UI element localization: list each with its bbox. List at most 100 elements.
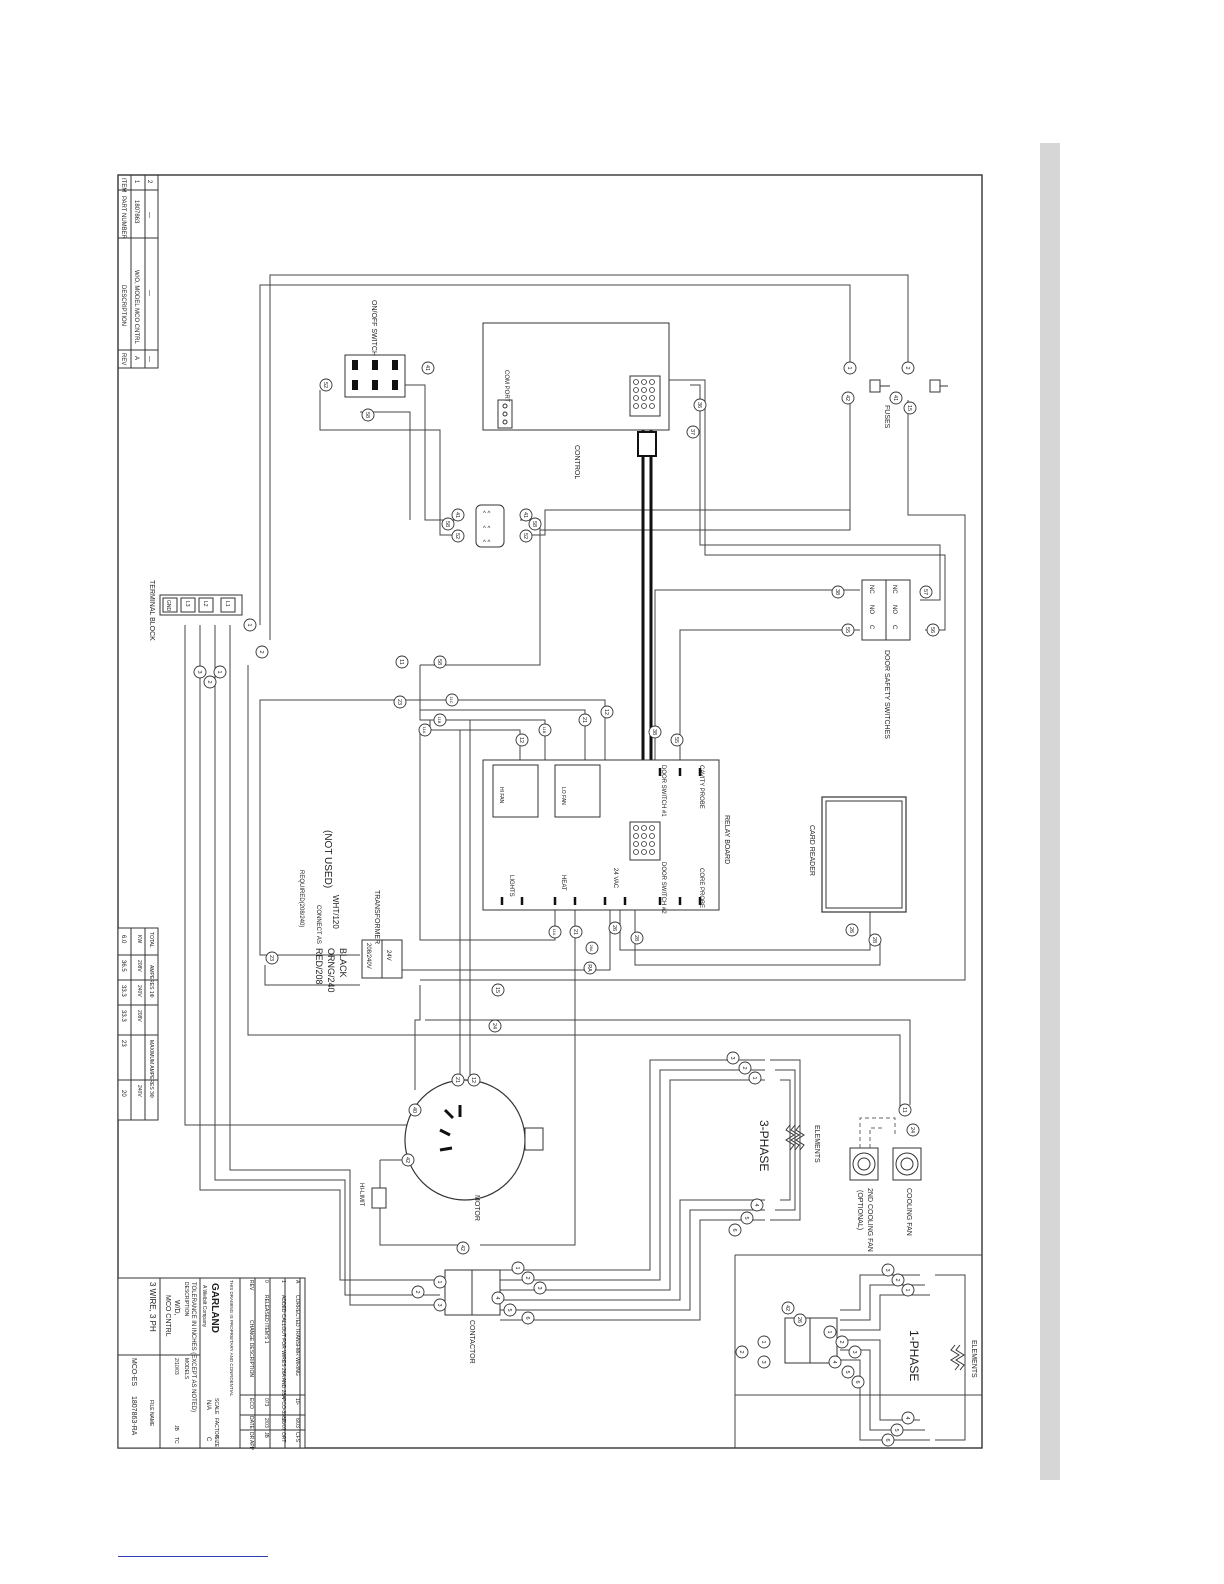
wire-bubble (203, 675, 217, 689)
heat-label: HEAT (560, 875, 566, 891)
wire-bubble (726, 1051, 740, 1065)
amps-group-1ph: AMPERES 1Φ (148, 965, 154, 998)
wire-number-label: 1 (246, 623, 252, 626)
wire-bubble (361, 408, 375, 422)
dss-nc-1: NC (868, 585, 874, 594)
parts-header-rev: REV (120, 353, 126, 365)
amps-val-2b: 33.3 (120, 1010, 126, 1022)
wire-number-label: 6 (731, 1228, 737, 1231)
terminal-l1: L1 (224, 601, 230, 607)
wire-number-label: 55 (844, 627, 850, 633)
wire-number-label: 2 (738, 1350, 744, 1353)
wire-bubble (533, 1281, 547, 1295)
wire-number-label: RA (586, 964, 592, 972)
wire-bubble (926, 623, 940, 637)
wire-bubble (433, 1298, 447, 1312)
description-1: W/D, (173, 1300, 180, 1316)
footer-link-rule (118, 1556, 268, 1557)
parts-row2-desc: — (146, 290, 152, 296)
cavity-probe-label: CAVITY PROBE (698, 765, 704, 809)
rev-a-date: 6/03 (294, 1418, 300, 1428)
amps-val-kw: 6.0 (120, 935, 126, 944)
wire-bubble (569, 925, 583, 939)
rev-header-rev: REV (248, 1280, 254, 1291)
on-off-switch: ON/OFF SWITCH (344, 300, 406, 398)
rev-header-desc: CHANGE DESCRIPTION (248, 1320, 254, 1377)
wire-number-label: 6 (524, 1316, 530, 1319)
wire-number-label: 2 (414, 1290, 420, 1293)
second-cooling-fan-label: 2ND COOLING FAN (866, 1188, 873, 1252)
orng240-label: ORNG/240 (326, 948, 336, 993)
hi-limit-label: HI-LIMIT (358, 1183, 364, 1207)
wire-bubble (868, 933, 882, 947)
control-label: CONTROL (573, 445, 580, 479)
wire-bubble (728, 1223, 742, 1237)
models-label: MODELS (183, 1358, 189, 1380)
wire-number-label: 3 (536, 1286, 542, 1289)
wire-bubble (411, 1285, 425, 1299)
wire-bubble (451, 529, 465, 543)
wire-number-label: 26 (796, 1317, 802, 1323)
wire-bubble (265, 951, 279, 965)
wire-bubble (906, 1123, 920, 1137)
wire-bubble (851, 1375, 865, 1389)
wire-bubble (919, 585, 933, 599)
wire-bubble (528, 517, 542, 531)
wire-number-label: 37 (689, 429, 695, 435)
wire-bubble (538, 723, 552, 737)
wire-bubble (421, 361, 435, 375)
wire-bubble (889, 391, 903, 405)
wire-bubble (213, 665, 227, 679)
wire-number-label: 1 (216, 670, 222, 673)
wire-bubble (686, 425, 700, 439)
wire-bubble (491, 1291, 505, 1305)
parts-header-item: ITEM (120, 178, 126, 192)
wire-number-label: 36 (696, 402, 702, 408)
amps-val-4: 20 (120, 1090, 126, 1097)
required-label: REQUIRED(208/240) (298, 870, 304, 927)
wire-number-label: 3 (884, 1268, 890, 1271)
parts-row-desc: W/O, MODEL MCO CNTRL (133, 270, 139, 344)
wire-number-label: 1 (904, 1288, 910, 1291)
wire-bubble (519, 529, 533, 543)
core-probe-label: CORE PROBE (698, 868, 704, 908)
wire-bubble (841, 623, 855, 637)
wire-bubble (401, 1153, 415, 1167)
terminal-block: GND L3 L2 L1 TERMINAL BLOCK (148, 580, 243, 641)
wire-bubble (845, 923, 859, 937)
wire-bubble (843, 361, 857, 375)
file-name-value: 1807863-RA (130, 1396, 137, 1436)
wire-bubble (750, 1198, 764, 1212)
door-switch-2-label: DOOR SWITCH #2 (660, 862, 666, 914)
title-block: A CORRECTED TRANSFMR WIRING 10- 6/03 CFS… (117, 1277, 306, 1451)
rev-a-by: CFS (294, 1432, 300, 1443)
wire-number-label: 11B (437, 717, 442, 724)
wire-number-label: 6 (884, 1438, 890, 1441)
contactor: CONTACTOR (444, 1269, 501, 1364)
sheet-border (117, 174, 983, 1449)
wire-number-label: 2 (741, 1066, 747, 1069)
amps-val-1: 36.5 (120, 960, 126, 972)
rev-header-app: APP (248, 1440, 254, 1451)
wire-bubble (456, 1241, 470, 1255)
door-switch-1-label: DOOR SWITCH #1 (660, 765, 666, 817)
wire-bubble (898, 1103, 912, 1117)
wire-number-label: 6 (854, 1380, 860, 1383)
page-side-strip (1040, 143, 1060, 1480)
wire-bubble (901, 361, 915, 375)
wire-bubble (630, 931, 644, 945)
wire-number-label: 3 (851, 1350, 857, 1353)
wire-number-label: 1 (846, 366, 852, 369)
hi-limit: HI-LIMIT (358, 1183, 387, 1209)
company-sub: A Welbilt Company (201, 1285, 207, 1328)
company-logo: GARLAND (209, 1283, 220, 1333)
wire-bubble (491, 983, 505, 997)
size-label: SIZE (213, 1436, 219, 1448)
wire-number-label: 42 (844, 395, 850, 401)
card-reader-label: CARD READER (808, 825, 815, 876)
wire-number-label: 5 (743, 1216, 749, 1219)
rev-1-by: ORT (280, 1432, 286, 1442)
svg-text:^ ^: ^ ^ (483, 526, 490, 532)
cooling-fans: COOLING FAN 2ND COOLING FAN (OPTIONAL) (849, 1117, 922, 1252)
